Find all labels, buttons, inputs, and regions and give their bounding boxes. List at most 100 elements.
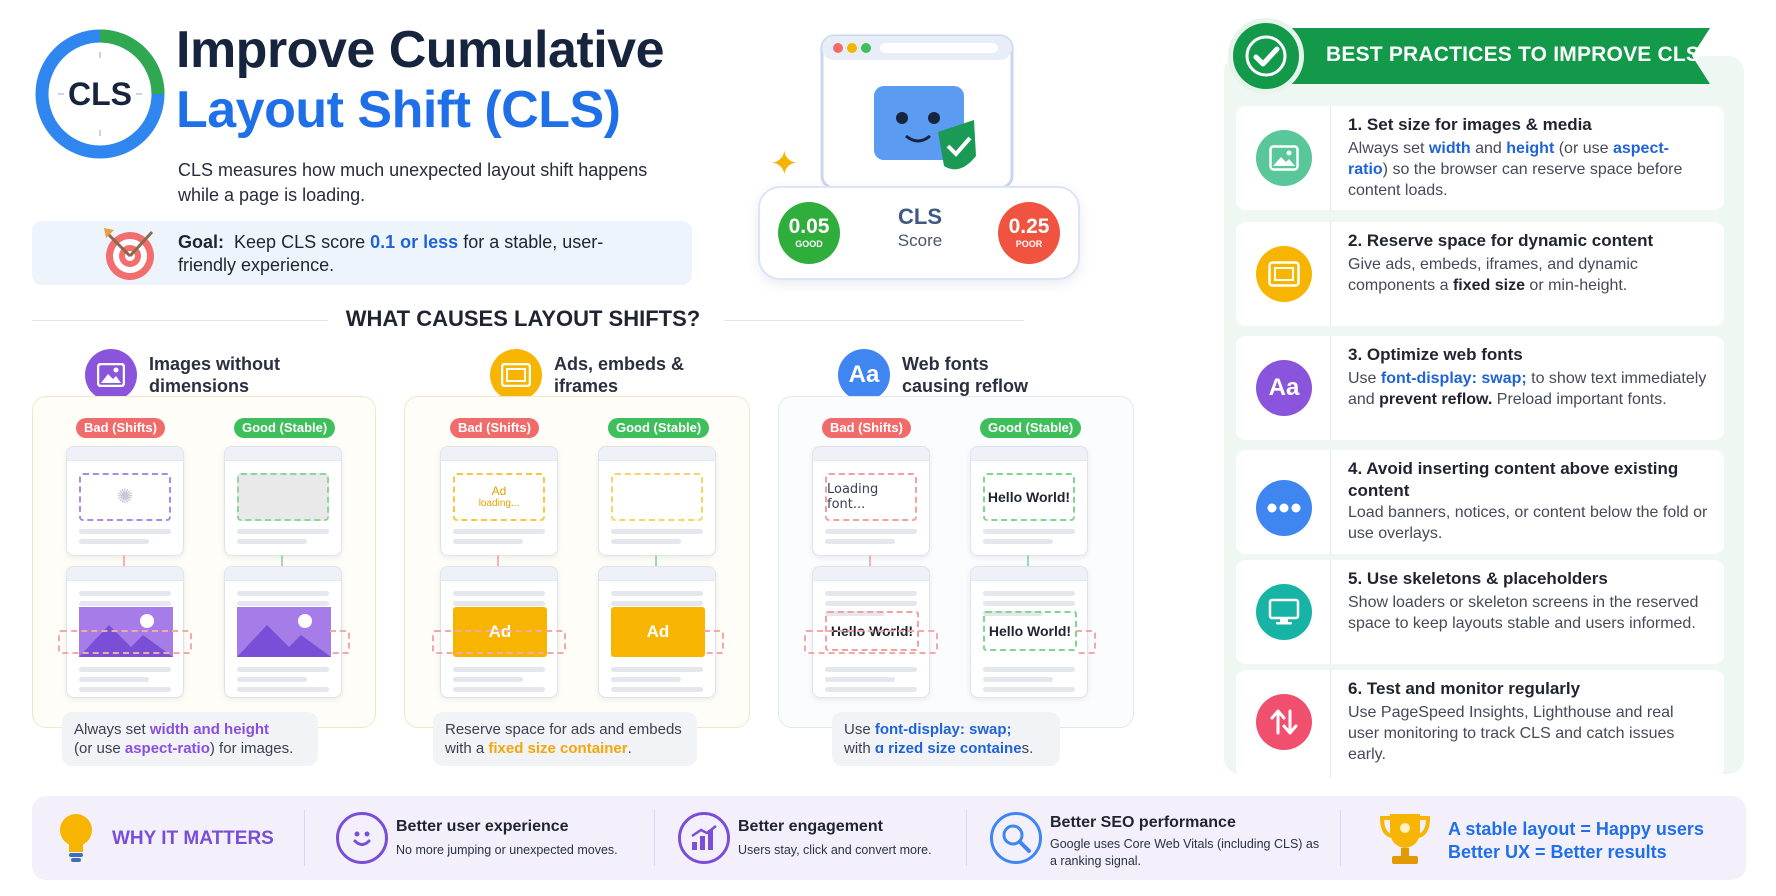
text-line — [825, 677, 895, 682]
cause-2-bad-mock-bottom: Ad — [440, 566, 558, 698]
goal-pre: Keep CLS score — [234, 232, 366, 252]
text-line — [79, 539, 149, 544]
text-line — [453, 539, 523, 544]
browser-bar — [441, 567, 557, 581]
footer-item-2-title: Better engagement — [738, 818, 883, 835]
loading-spinner-icon: ✺ — [116, 486, 134, 508]
best-practice-body: Load banners, notices, or content below … — [1348, 502, 1708, 544]
score-center-title: CLS — [898, 204, 942, 229]
why-it-matters-bar — [32, 796, 1746, 880]
smile-icon — [336, 812, 388, 864]
check-icon — [1228, 18, 1304, 94]
text-line — [79, 591, 171, 596]
footer-item-1-title: Better user experience — [396, 818, 569, 835]
page-title: Improve Cumulative Layout Shift (CLS) — [176, 20, 665, 140]
font-icon: Aa — [838, 349, 890, 401]
body-text-part: to show text immediately and — [1348, 370, 1707, 408]
browser-bar — [813, 567, 929, 581]
footer-divider-1 — [304, 810, 305, 866]
closing-line-2: Better UX = Better results — [1448, 842, 1667, 862]
item-divider — [1330, 450, 1331, 554]
body-text-part: height — [1506, 140, 1555, 157]
text-line — [611, 591, 703, 596]
text-line — [825, 529, 917, 534]
body-text-part: font-display: swap; — [1380, 370, 1527, 387]
placeholder-box — [611, 473, 703, 521]
score-poor-value: 0.25 — [1008, 215, 1050, 238]
body-text-part: or min-height. — [1524, 277, 1628, 294]
content-block: Hello World! — [983, 611, 1077, 651]
cause-2-good-tag: Good (Stable) — [608, 418, 710, 438]
closing-line-1: A stable layout = Happy users — [1448, 819, 1704, 839]
cause-1-bad-mock-bottom — [66, 566, 184, 698]
text-line — [453, 677, 523, 682]
hello-world-text: Hello World! — [988, 623, 1072, 639]
cause-2-heading: Ads, embeds & iframes — [554, 354, 685, 396]
text-line — [453, 667, 545, 672]
cause-1-good-mock-top — [224, 446, 342, 556]
cause-2-good-mock-top — [598, 446, 716, 556]
text-line — [79, 667, 171, 672]
shift-outline — [704, 630, 724, 654]
body-text-part: Always set — [1348, 140, 1429, 157]
text-line — [237, 539, 307, 544]
score-poor: 0.25 POOR — [998, 202, 1060, 264]
score-good-value: 0.05 — [788, 215, 830, 238]
cause-2-bad-tag: Bad (Shifts) — [450, 418, 539, 438]
browser-bar — [225, 447, 341, 461]
cause-1-good-mock-bottom — [224, 566, 342, 698]
body-text-part: Show loaders or skeleton screens in the … — [1348, 594, 1699, 632]
body-text-part: fixed size — [1452, 277, 1525, 294]
footer-item-3-body: Google uses Core Web Vitals (including C… — [1050, 837, 1320, 868]
ad-loading-label: loading... — [478, 497, 520, 509]
body-text-part: Give ads, embeds, iframes, and dynamic c… — [1348, 256, 1638, 294]
text-line — [983, 677, 1053, 682]
image-icon — [1256, 130, 1312, 186]
body-text-part: and — [1470, 140, 1507, 157]
text-line — [237, 667, 329, 672]
cause-1-bad-tag: Bad (Shifts) — [76, 418, 165, 438]
monitor-icon — [1256, 584, 1312, 640]
text-line — [983, 611, 1043, 616]
footer-item-3-title: Better SEO performance — [1050, 814, 1236, 831]
footer-item-2-body: Users stay, click and convert more. — [738, 843, 932, 857]
shift-outline — [58, 630, 192, 654]
ad-label: Ad — [646, 622, 670, 641]
text-line — [453, 601, 545, 606]
footer-item-1-body: No more jumping or unexpected moves. — [396, 843, 618, 857]
page-subtitle: CLS measures how much unexpected layout … — [178, 160, 648, 205]
placeholder-box: ✺ — [79, 473, 171, 521]
shift-outline — [432, 630, 566, 654]
hello-world-text: Hello World! — [987, 489, 1071, 505]
loading-font-text: Loading font... — [827, 482, 879, 512]
text-line — [825, 667, 917, 672]
cause-2-caption: Reserve space for ads and embeds with a … — [433, 712, 697, 766]
body-text-part: Use — [1348, 370, 1381, 387]
cause-3-caption: Use font-display: swap; with ɑ rized siz… — [832, 712, 1060, 766]
goal-post: for a stable, user-friendly experience. — [178, 232, 604, 275]
text-line — [453, 591, 545, 596]
best-practice-4: 4. Avoid inserting content above existin… — [1236, 450, 1724, 554]
text-line — [825, 539, 895, 544]
body-text-part: (or use — [1554, 140, 1613, 157]
best-practice-title: 6. Test and monitor regularly — [1348, 679, 1581, 698]
text-line — [611, 539, 681, 544]
text-line — [983, 601, 1075, 606]
ad-placeholder-label: Ad — [491, 483, 507, 498]
goal-highlight: 0.1 or less — [370, 232, 459, 252]
title-line-1: Improve Cumulative — [176, 21, 665, 79]
footer-closing: A stable layout = Happy users Better UX … — [1448, 818, 1704, 864]
body-text-part: Use PageSpeed Insights, Lighthouse and r… — [1348, 704, 1675, 763]
text-line — [453, 529, 545, 534]
target-icon — [100, 226, 158, 282]
section-rule-left — [32, 320, 328, 321]
text-line — [825, 601, 917, 606]
body-text-part: prevent reflow. — [1379, 391, 1493, 408]
browser-bar — [599, 567, 715, 581]
sparkle-icon: ✦ — [770, 145, 799, 183]
best-practice-body: Give ads, embeds, iframes, and dynamic c… — [1348, 254, 1708, 296]
